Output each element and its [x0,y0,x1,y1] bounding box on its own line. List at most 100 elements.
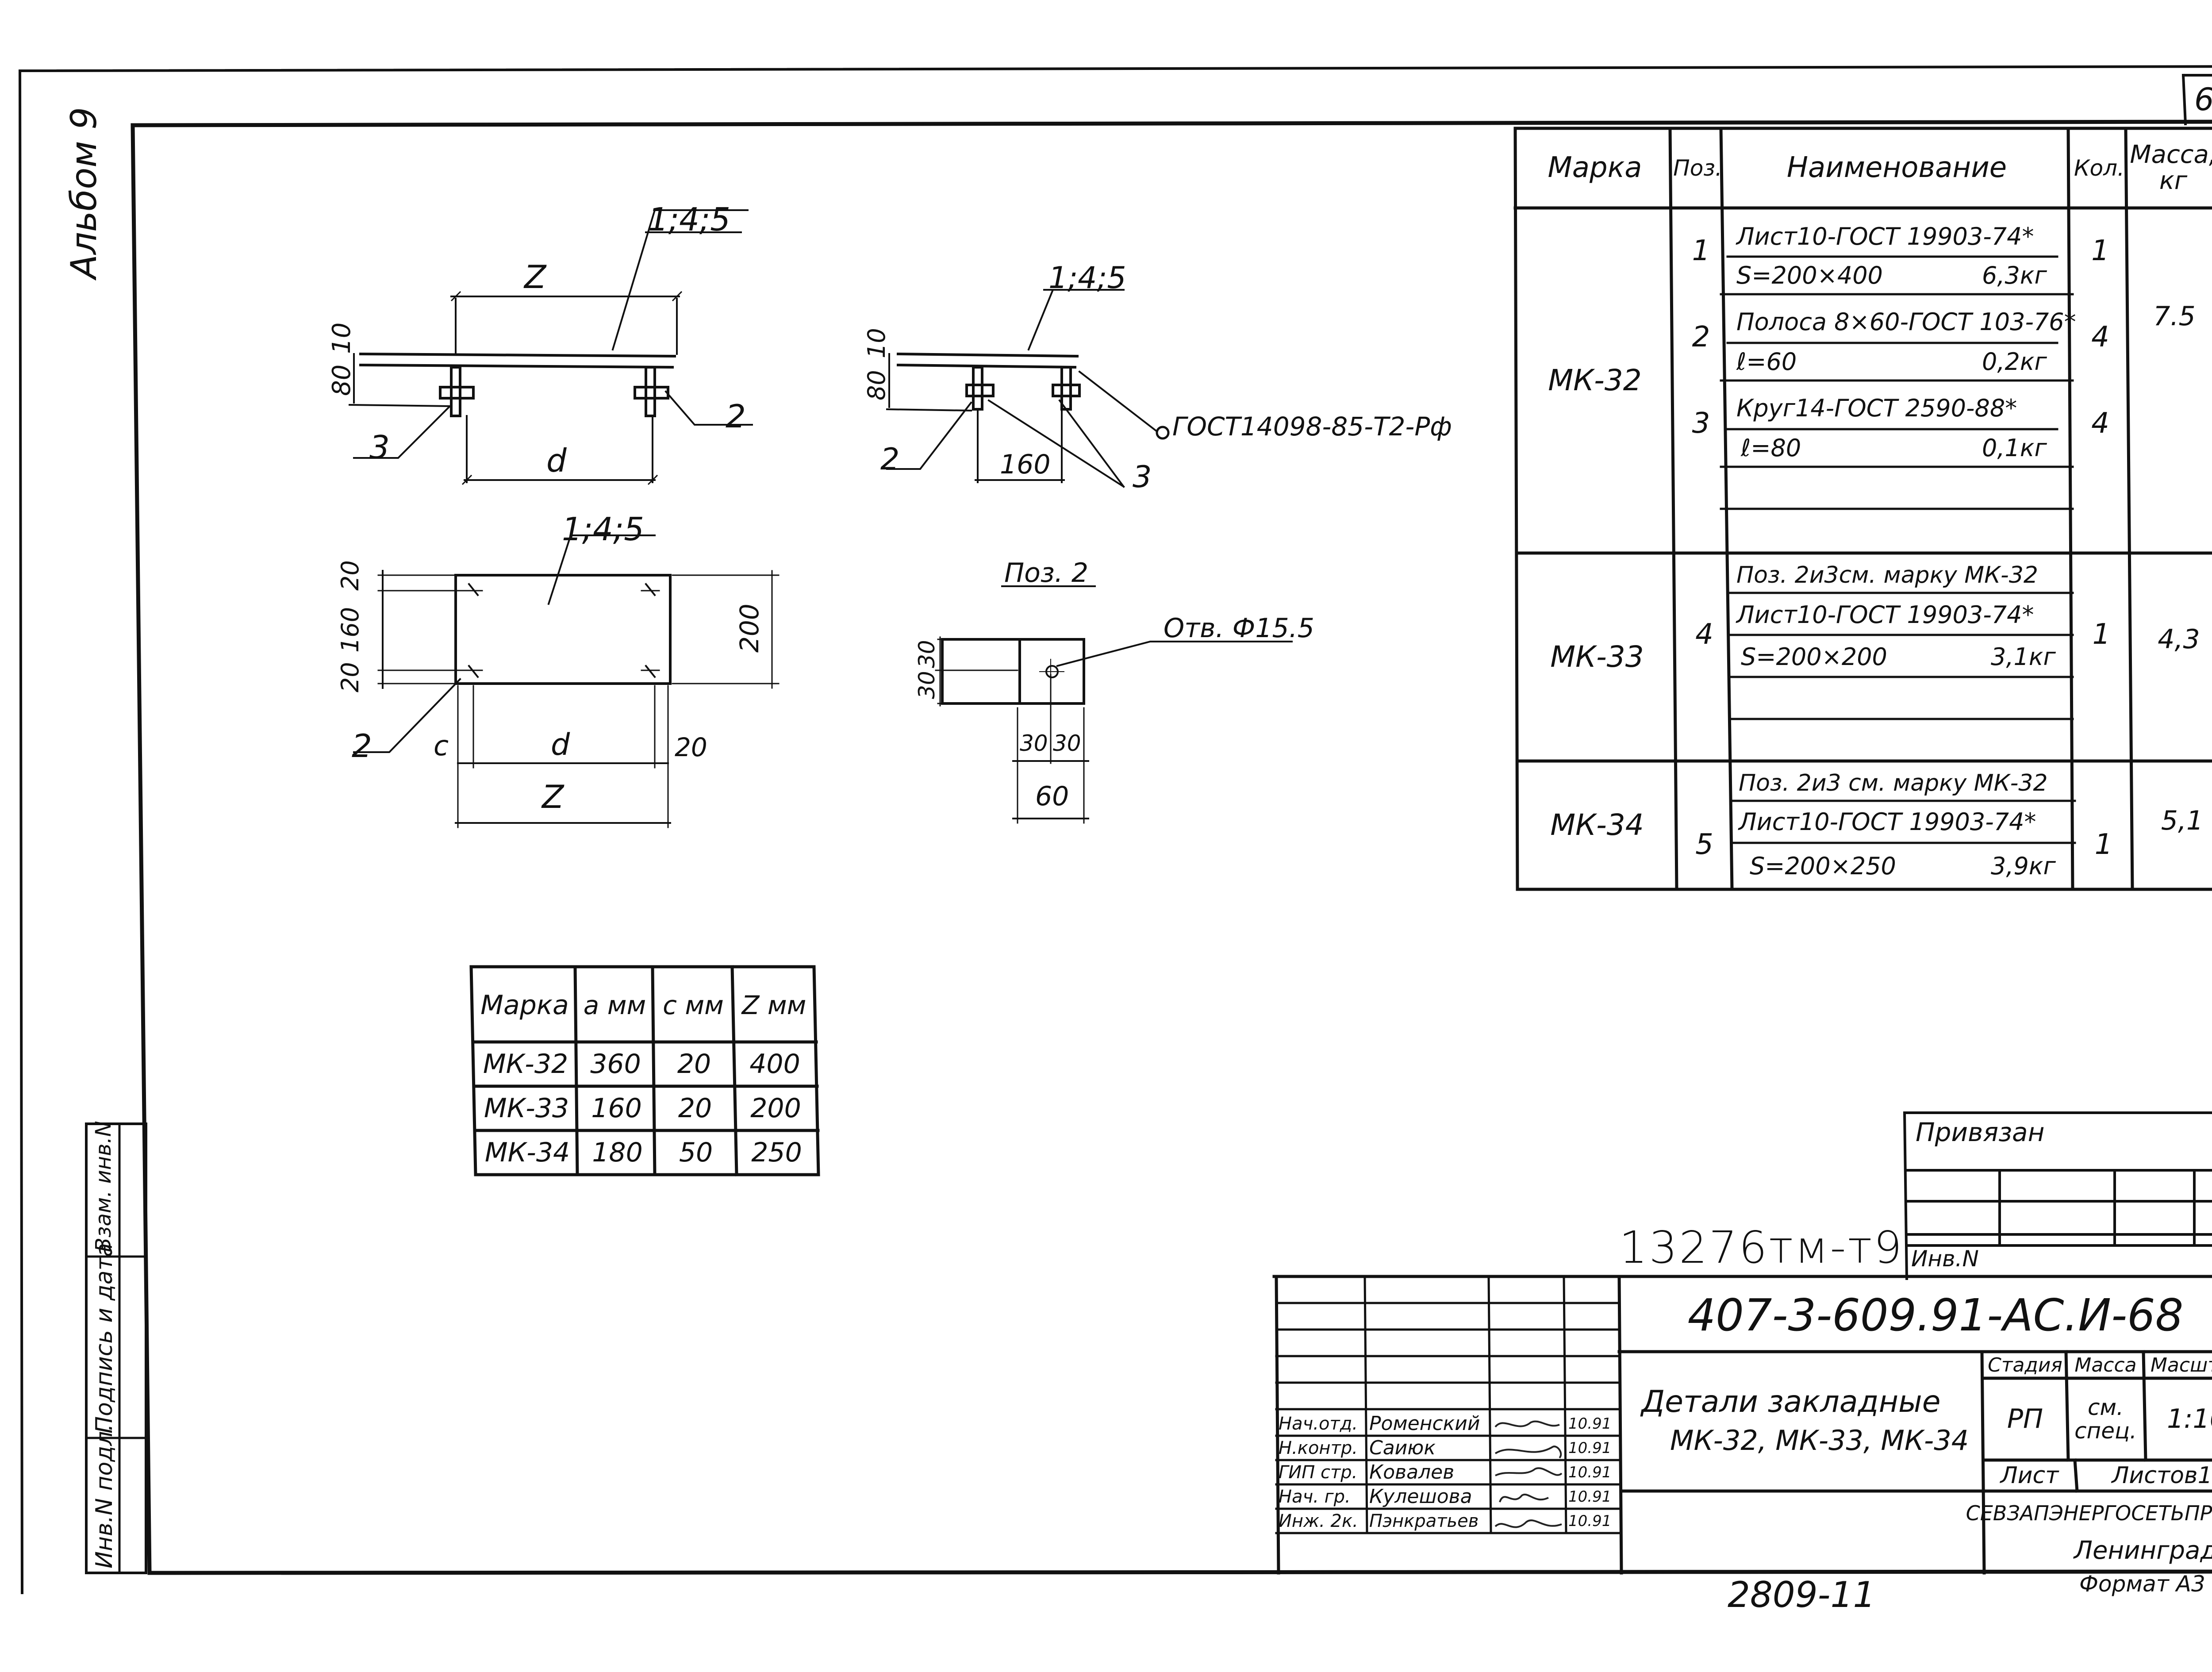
handwritten-number: 13276тм-т9 [1619,1222,1904,1273]
scale-value: 1:10 [2167,1403,2212,1434]
spec-pos-3: 3 [1692,407,1710,440]
dims-header-c: c мм [663,990,724,1021]
spec-weight-4: 3,1кг [1991,643,2056,671]
spec-qty-1: 1 [2091,234,2109,267]
signer-role: Инж. 2к. [1279,1511,1358,1531]
spec-weight-5: 3,9кг [1991,852,2056,880]
plan-pos-2: 2 [352,727,372,765]
spec-header-pos: Поз. [1673,155,1722,181]
stage-value: РП [2007,1403,2043,1434]
dims-cell: МК-32 [483,1048,568,1080]
page-number: 60 [2194,84,2212,115]
dims-header-a: a мм [583,990,646,1021]
format-label: Формат А3 [2079,1571,2205,1597]
pos2-dim-30a: 30 [914,640,940,668]
signer-role: Н.контр. [1279,1438,1358,1458]
pos2-dim-30b: 30 [914,671,940,699]
spec-header-mark: Марка [1548,151,1642,184]
spec-pos-5: 5 [1695,828,1713,861]
plan-dim-20-bot: 20 [336,662,364,692]
dims-cell: МК-34 [484,1137,570,1168]
spec-name-3: Круг14-ГОСТ 2590-88* [1736,394,2017,422]
signer-role: Нач.отд. [1279,1413,1358,1434]
spec-name-4: Лист10-ГОСТ 19903-74* [1736,601,2034,629]
spec-name-2: Полоса 8×60-ГОСТ 103-76* [1736,307,2076,336]
spec-qty-3: 4 [2091,407,2109,440]
margin-podpis: Подпись и дата [91,1243,118,1434]
dims-cell: 400 [749,1048,800,1080]
spec-qty-4: 1 [2092,618,2111,651]
side-dim-80: 80 [863,370,891,400]
spec-weight-3: 0,1кг [1982,434,2047,462]
plan-dim-160: 160 [336,607,364,653]
signer-date: 10.91 [1568,1414,1612,1433]
spec-note-mk33: Поз. 2и3см. марку МК-32 [1736,562,2038,588]
pos2-title: Поз. 2 [1004,557,1089,588]
margin-inv-podl: Инв.N подл. [91,1423,118,1568]
bottom-number: 2809-11 [1728,1574,1876,1615]
signer-role: Нач. гр. [1279,1486,1351,1507]
spec-name-5: Лист10-ГОСТ 19903-74* [1739,807,2036,836]
dims-cell: 250 [751,1137,802,1168]
signer-name: Саиюк [1369,1436,1436,1459]
spec-sub-1: S=200×400 [1736,261,1883,289]
mass-value: см. спец. [2074,1395,2137,1444]
elevation-dim-10: 10 [327,322,356,354]
spec-pos-1: 1 [1692,234,1710,267]
elevation-dim-z: Z [524,258,546,296]
signer-date: 10.91 [1568,1512,1612,1530]
plan-dim-z: Z [542,778,564,815]
dims-cell: 160 [591,1092,642,1124]
signer-role: ГИП стр. [1279,1462,1358,1483]
signer-name: Пэнкратьев [1369,1511,1479,1531]
elevation-pos-2: 2 [726,398,746,435]
spec-sub-3: ℓ=80 [1741,434,1801,462]
spec-mass-mk32: 7.5 [2153,300,2196,332]
dims-cell: 360 [590,1048,641,1080]
signer-date: 10.91 [1568,1439,1612,1457]
spec-note-mk34: Поз. 2и3 см. марку МК-32 [1739,770,2048,796]
plan-mark-label: 1;4;5 [562,511,644,548]
dims-cell: 50 [679,1137,713,1168]
spec-mark-mk34: МК-34 [1550,808,1644,842]
drawing-title: Детали закладные [1641,1384,1941,1419]
spec-header-qty: Кол. [2074,155,2124,181]
spec-sub-4: S=200×200 [1741,643,1887,671]
plan-dim-20-right: 20 [675,732,707,762]
side-dim-10: 10 [863,328,891,358]
spec-pos-2: 2 [1692,320,1710,354]
pos2-dim-30d: 30 [1053,730,1081,756]
stage-header: Стадия [1988,1354,2062,1377]
spec-mark-mk32: МК-32 [1548,363,1642,398]
spec-weight-2: 0,2кг [1982,347,2047,376]
signer-name: Роменский [1369,1412,1480,1435]
dims-cell: 180 [592,1137,643,1168]
side-dim-160: 160 [1000,449,1051,480]
spec-mass-mk33: 4,3 [2158,623,2200,655]
dims-cell: 200 [750,1092,801,1124]
organization: СЕВЗАПЭНЕРГОСЕТЬПРОЕКТ [1966,1501,2212,1525]
spec-qty-2: 4 [2091,320,2109,354]
sheet-label: Лист [2000,1462,2059,1489]
spec-qty-5: 1 [2094,828,2113,861]
signer-date: 10.91 [1568,1463,1612,1481]
side-pos-2: 2 [880,442,900,477]
dims-header-mark: Марка [480,990,569,1021]
pos2-dim-30c: 30 [1020,730,1048,756]
spec-weight-1: 6,3кг [1982,261,2047,289]
spec-header-name: Наименование [1786,151,2007,184]
mass-header: Масса [2074,1354,2137,1377]
dims-cell: 20 [678,1092,712,1124]
spec-mass-mk34: 5,1 [2161,805,2204,836]
album-label: Альбом 9 [63,107,104,279]
elevation-pos-3: 3 [369,429,390,466]
dims-cell: 20 [677,1048,711,1080]
scale-header: Масштаб [2150,1354,2212,1377]
signer-name: Кулешова [1369,1485,1472,1508]
elevation-dim-d: d [546,442,567,479]
elevation-mark-label: 1;4;5 [648,201,730,238]
pos2-hole-note: Отв. Ф15.5 [1164,613,1314,644]
plan-dim-d: d [551,727,570,762]
